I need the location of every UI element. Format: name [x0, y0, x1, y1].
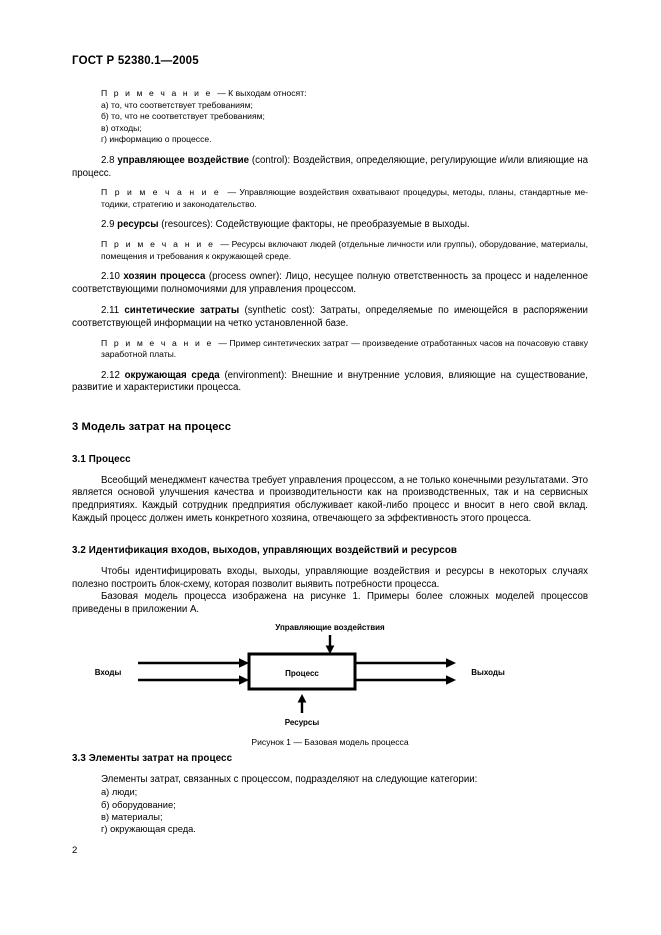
term-definition: Лицо, несущее полную ответственность за … — [72, 271, 588, 295]
term-entry-2-9: 2.9 ресурсы (resources): Содействующие ф… — [72, 219, 588, 232]
note-2-8: П р и м е ч а н и е — Управляющие воздей… — [72, 187, 588, 210]
term-name-en: (resources): — [161, 219, 213, 231]
arrow-input-2-head-icon — [239, 674, 249, 685]
arrow-control-head-icon — [325, 645, 335, 654]
figure-1-process-model: Управляющие воздействия Процесс Входы — [72, 617, 588, 747]
term-definition: Внешние и внутренние условия, влияющие н… — [72, 369, 588, 394]
process-box — [247, 652, 357, 691]
term-number: 2.9 — [101, 219, 115, 231]
diagram-label-top: Управляющие воздействия — [275, 623, 385, 632]
note-label: П р и м е ч а н и е — [101, 88, 213, 98]
section-heading-3: 3 Модель затрат на процесс — [72, 420, 232, 433]
note-text: — Пример синтетических затрат — произвед… — [101, 337, 588, 360]
paragraph-3-1: Всеобщий менеджмент качества требует упр… — [72, 474, 589, 524]
term-definition: Затраты, определяемые по имеющейся в рас… — [72, 305, 588, 329]
paragraph-3-2-a: Чтобы идентифицировать входы, выходы, уп… — [72, 566, 588, 590]
term-name-en: (control): — [251, 154, 291, 166]
term-entry-2-11: 2.11 синтетические затраты (synthetic co… — [72, 305, 588, 330]
term-name-ru: окружающая среда — [124, 369, 220, 381]
diagram-label-left: Входы — [95, 668, 122, 677]
list-item: в) отходы; — [101, 122, 142, 133]
term-number: 2.8 — [101, 154, 115, 166]
term-name-en: (environment): — [224, 369, 287, 381]
term-entry-2-12: 2.12 окружающая среда (environment): Вне… — [72, 370, 588, 395]
note-text: — Управляющие воздействия охватывают про… — [101, 187, 589, 209]
note-2-11: П р и м е ч а н и е — Пример синтетическ… — [72, 338, 588, 361]
section-heading-3-1: 3.1 Процесс — [72, 453, 131, 465]
figure-caption: Рисунок 1 — Базовая модель процесса — [251, 736, 409, 747]
list-item: г) информацию о процессе. — [101, 134, 212, 145]
page-header-standard-number: ГОСТ Р 52380.1—2005 — [72, 55, 199, 67]
diagram-label-center: Процесс — [285, 669, 319, 678]
term-name-ru: хозяин процесса — [123, 271, 206, 283]
term-name-ru: ресурсы — [117, 219, 159, 231]
paragraph-3-3: Элементы затрат, связанных с процессом, … — [101, 773, 478, 785]
term-entry-2-10: 2.10 хозяин процесса (process owner): Ли… — [72, 271, 588, 296]
list-item: в) материалы; — [101, 812, 163, 823]
diagram-label-bottom: Ресурсы — [285, 718, 320, 727]
term-name-ru: управляющее воздействие — [117, 154, 250, 166]
page-content: П р и м е ч а н и е — К выходам относят:… — [72, 88, 588, 836]
note-label: П р и м е ч а н и е — [101, 187, 221, 198]
term-definition: Воздействия, определяющие, регулирующие … — [72, 154, 588, 179]
list-item: а) люди; — [101, 787, 138, 798]
term-name-en: (synthetic cost): — [244, 305, 315, 317]
term-number: 2.11 — [101, 305, 120, 317]
note-2-9: П р и м е ч а н и е — Ресурсы включают л… — [72, 239, 588, 262]
note-outputs-text: — К выходам относят: — [217, 88, 307, 98]
arrow-output-1-head-icon — [446, 657, 456, 668]
term-name-ru: синтетические затраты — [124, 305, 240, 317]
list-item: а) то, что соответствует требованиям; — [101, 99, 253, 110]
list-item: г) окружающая среда. — [101, 824, 196, 835]
diagram-label-right: Выходы — [471, 668, 505, 677]
section-heading-3-2: 3.2 Идентификация входов, выходов, управ… — [72, 545, 458, 557]
term-definition: Содействующие факторы, не преобразуемые … — [215, 219, 470, 231]
arrow-input-1-head-icon — [239, 657, 249, 668]
list-item: б) то, что не соответствует требованиям; — [101, 111, 265, 122]
page-number: 2 — [72, 845, 78, 856]
term-number: 2.10 — [101, 271, 120, 283]
note-label: П р и м е ч а н и е — [101, 337, 214, 348]
paragraph-3-2-b: Базовая модель процесса изображена на ри… — [72, 591, 588, 616]
arrow-resources-head-icon — [297, 693, 307, 703]
note-label: П р и м е ч а н и е — [101, 238, 215, 249]
term-entry-2-8: 2.8 управляющее воздействие (control): В… — [72, 155, 588, 180]
arrow-output-2-head-icon — [446, 674, 456, 685]
list-item: б) оборудование; — [101, 799, 176, 810]
term-number: 2.12 — [101, 369, 120, 381]
note-text: — Ресурсы включают людей (отдельные личн… — [101, 238, 589, 261]
section-heading-3-3: 3.3 Элементы затрат на процесс — [72, 752, 233, 764]
process-model-diagram: Управляющие воздействия Процесс Входы — [95, 623, 505, 727]
term-name-en: (process owner): — [208, 271, 282, 283]
note-outputs: П р и м е ч а н и е — К выходам относят: — [72, 88, 588, 100]
